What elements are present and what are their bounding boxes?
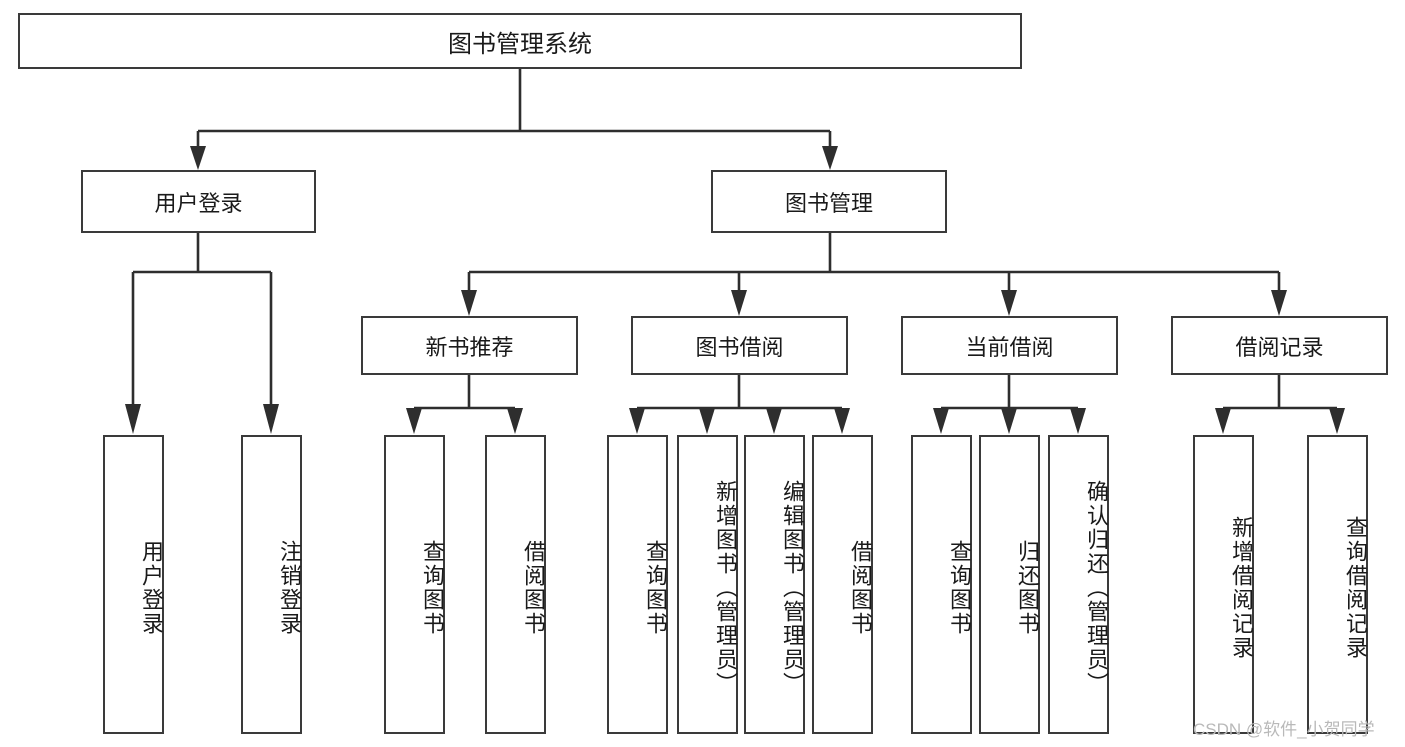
leaf-book-borrow-lend[interactable]: 借阅图书 [812, 435, 873, 734]
arrow-new-book-l2 [507, 408, 523, 434]
leaf-user-login-signin[interactable]: 用户登录 [103, 435, 164, 734]
arrow-to-current-borrow [1001, 290, 1017, 316]
arrow-current-borrow-l1 [933, 408, 949, 434]
arrow-book-borrow-l1 [629, 408, 645, 434]
node-user-login[interactable]: 用户登录 [81, 170, 316, 233]
node-book-borrow[interactable]: 图书借阅 [631, 316, 848, 375]
arrow-to-user-login [190, 146, 206, 170]
leaf-label: 新增图书（管理员） [713, 479, 738, 696]
arrow-borrow-record-l1 [1215, 408, 1231, 434]
leaf-label: 归还图书 [1015, 539, 1040, 636]
arrow-to-new-book [461, 290, 477, 316]
leaf-borrow-record-add[interactable]: 新增借阅记录 [1193, 435, 1254, 734]
leaf-label: 查询图书 [947, 539, 972, 636]
leaf-label: 借阅图书 [521, 539, 546, 636]
node-borrow-record[interactable]: 借阅记录 [1171, 316, 1388, 375]
node-root-system[interactable]: 图书管理系统 [18, 13, 1022, 69]
arrow-book-borrow-l4 [834, 408, 850, 434]
leaf-label: 用户登录 [139, 539, 164, 636]
leaf-book-borrow-edit[interactable]: 编辑图书（管理员） [744, 435, 805, 734]
node-book-management[interactable]: 图书管理 [711, 170, 947, 233]
leaf-current-borrow-query[interactable]: 查询图书 [911, 435, 972, 734]
leaf-new-book-query[interactable]: 查询图书 [384, 435, 445, 734]
arrow-new-book-l1 [406, 408, 422, 434]
arrow-book-borrow-l2 [699, 408, 715, 434]
arrow-to-borrow-record [1271, 290, 1287, 316]
leaf-borrow-record-query[interactable]: 查询借阅记录 [1307, 435, 1368, 734]
leaf-label: 新增借阅记录 [1229, 515, 1254, 660]
arrow-to-book-manage [822, 146, 838, 170]
leaf-label: 借阅图书 [848, 539, 873, 636]
leaf-label: 查询图书 [643, 539, 668, 636]
leaf-label: 查询图书 [420, 539, 445, 636]
arrow-user-login-child2 [263, 404, 279, 434]
leaf-user-login-signout[interactable]: 注销登录 [241, 435, 302, 734]
leaf-label: 确认归还（管理员） [1084, 479, 1109, 696]
arrow-current-borrow-l3 [1070, 408, 1086, 434]
arrow-current-borrow-l2 [1001, 408, 1017, 434]
node-new-book-recommend[interactable]: 新书推荐 [361, 316, 578, 375]
leaf-label: 查询借阅记录 [1343, 515, 1368, 660]
leaf-new-book-borrow[interactable]: 借阅图书 [485, 435, 546, 734]
arrow-book-borrow-l3 [766, 408, 782, 434]
leaf-current-borrow-confirm[interactable]: 确认归还（管理员） [1048, 435, 1109, 734]
leaf-book-borrow-add[interactable]: 新增图书（管理员） [677, 435, 738, 734]
csdn-watermark: CSDN @软件_小贺同学 [1193, 720, 1375, 739]
leaf-label: 注销登录 [277, 539, 302, 636]
arrow-user-login-child1 [125, 404, 141, 434]
node-current-borrow[interactable]: 当前借阅 [901, 316, 1118, 375]
leaf-current-borrow-return[interactable]: 归还图书 [979, 435, 1040, 734]
leaf-label: 编辑图书（管理员） [780, 479, 805, 696]
leaf-book-borrow-query[interactable]: 查询图书 [607, 435, 668, 734]
arrow-to-book-borrow [731, 290, 747, 316]
arrow-borrow-record-l2 [1329, 408, 1345, 434]
